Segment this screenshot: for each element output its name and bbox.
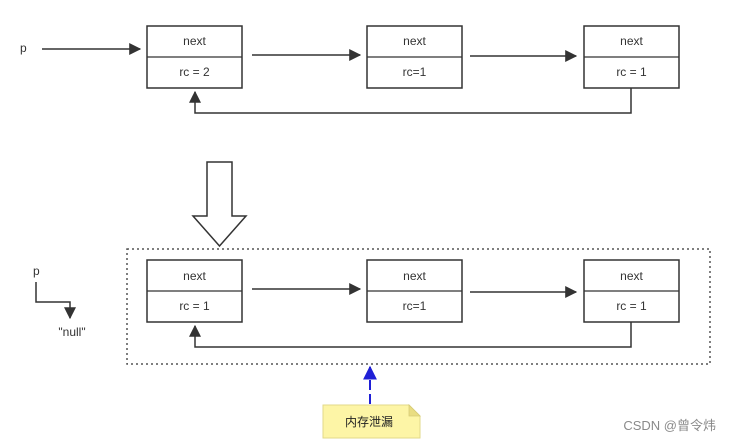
node-next-label: next <box>183 269 206 283</box>
node-rc-label: rc = 1 <box>179 299 210 313</box>
node-next-label: next <box>183 34 206 48</box>
top-pointer-label: p <box>20 41 27 55</box>
bottom-back-link <box>189 322 632 348</box>
leak-note: 内存泄漏 <box>322 404 421 439</box>
bottom-linked-list: p "null" next rc = 1 next rc=1 next rc =… <box>33 248 711 365</box>
node-next-label: next <box>403 34 426 48</box>
node-rc-label: rc = 2 <box>179 65 210 79</box>
top-node-2: next rc=1 <box>366 25 463 89</box>
node-rc-label: rc=1 <box>403 299 427 313</box>
bottom-node-3: next rc = 1 <box>583 259 680 323</box>
bottom-node-1: next rc = 1 <box>146 259 243 323</box>
node-next-label: next <box>620 269 643 283</box>
node-next-label: next <box>403 269 426 283</box>
top-linked-list: p next rc = 2 next rc=1 next rc = 1 <box>20 25 680 114</box>
node-rc-label: rc = 1 <box>616 65 647 79</box>
null-label: "null" <box>58 325 85 339</box>
node-rc-label: rc = 1 <box>616 299 647 313</box>
transition-down-arrow <box>191 161 248 248</box>
top-node-1: next rc = 2 <box>146 25 243 89</box>
note-fold <box>408 404 421 417</box>
top-node-3: next rc = 1 <box>583 25 680 89</box>
node-rc-label: rc=1 <box>403 65 427 79</box>
node-next-label: next <box>620 34 643 48</box>
leak-boundary <box>126 248 711 365</box>
note-shape <box>322 404 421 439</box>
bottom-pointer-arrow <box>35 282 76 320</box>
top-back-link <box>189 88 632 114</box>
leak-note-label: 内存泄漏 <box>345 415 393 429</box>
watermark: CSDN @曾令炜 <box>623 418 716 433</box>
bottom-node-2: next rc=1 <box>366 259 463 323</box>
bottom-pointer-label: p <box>33 264 40 278</box>
